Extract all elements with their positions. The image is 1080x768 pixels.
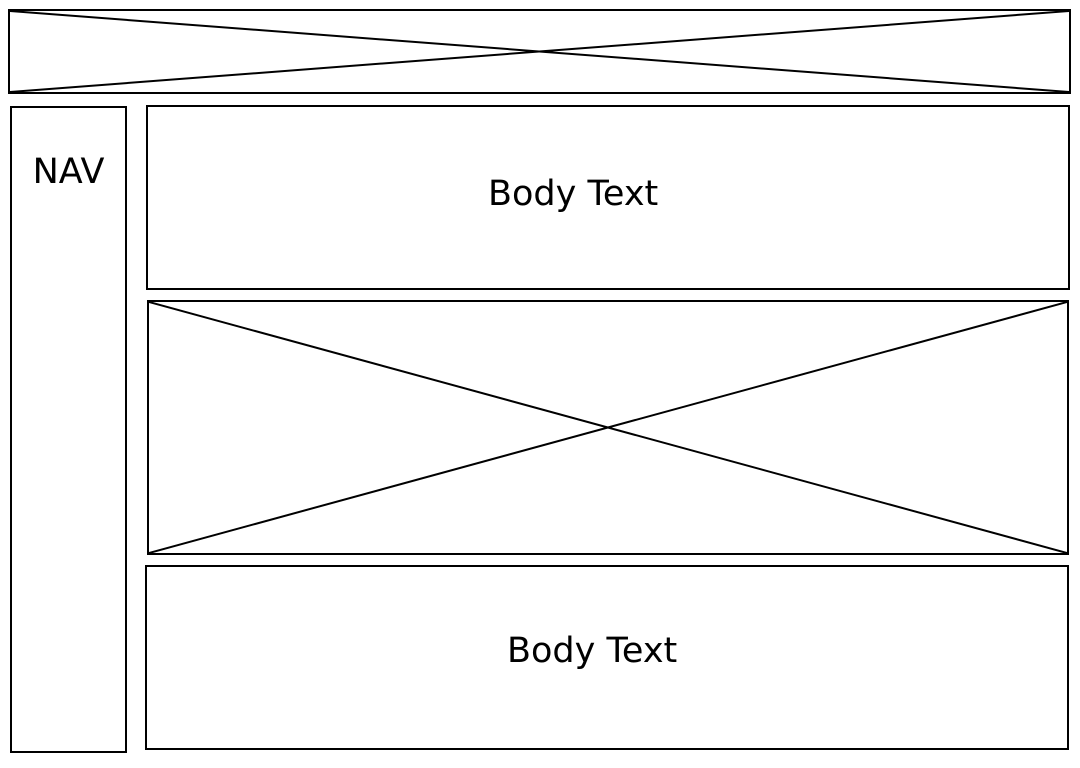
body-text-section-top: Body Text <box>146 105 1070 290</box>
banner-image-placeholder <box>8 9 1071 94</box>
image-placeholder-icon <box>10 11 1069 92</box>
body-text-top: Body Text <box>488 174 659 214</box>
body-text-section-bottom: Body Text <box>145 565 1069 750</box>
main-image-placeholder <box>147 300 1069 555</box>
image-placeholder-icon <box>149 302 1067 553</box>
nav-sidebar[interactable]: NAV <box>10 106 127 753</box>
body-text-bottom: Body Text <box>507 631 678 671</box>
nav-label: NAV <box>32 152 105 192</box>
